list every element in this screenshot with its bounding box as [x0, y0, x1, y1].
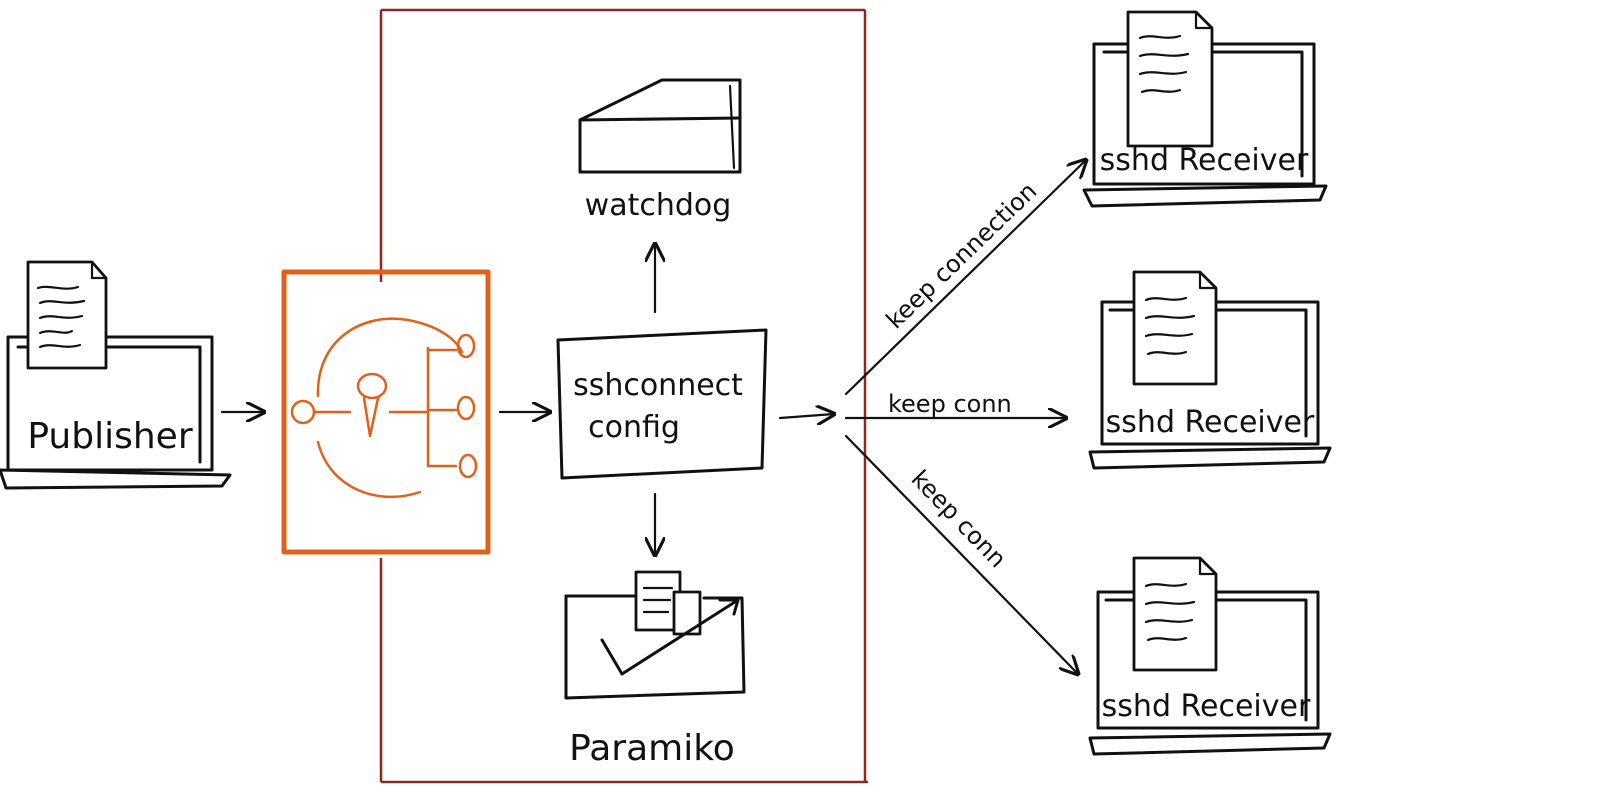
- receiver-3: sshd Receiver: [1088, 556, 1332, 756]
- paramiko-label: Paramiko: [569, 728, 735, 769]
- edge-label-3: keep conn: [906, 465, 1012, 573]
- wedge-block-icon: [578, 78, 742, 174]
- watchdog-label: watchdog: [585, 188, 732, 223]
- edge-keep-conn-bottom: keep conn: [844, 434, 1078, 674]
- edge-keep-conn-middle: keep conn: [844, 390, 1066, 418]
- laptop-with-document-icon: [1082, 10, 1328, 208]
- arrow-config-to-receiver-1: [844, 160, 1086, 396]
- receiver-label: sshd Receiver: [1100, 143, 1309, 178]
- arrow-config-to-receiver-3: [844, 434, 1078, 674]
- laptop-with-document-icon: [0, 260, 232, 490]
- system-frame: [379, 8, 868, 784]
- config-label-line2: config: [588, 410, 680, 445]
- laptop-with-document-icon: [1088, 556, 1332, 756]
- edge-keep-connection-top: keep connection: [844, 160, 1086, 396]
- receiver-label: sshd Receiver: [1102, 689, 1311, 724]
- paramiko-node: Paramiko: [564, 570, 746, 769]
- watchdog-node: watchdog: [578, 78, 742, 223]
- receiver-2: sshd Receiver: [1088, 270, 1332, 470]
- arrow-config-to-connect-point: [778, 414, 834, 418]
- config-label-line1: sshconnect: [573, 368, 743, 403]
- config-box: sshconnect config: [556, 328, 768, 480]
- growth-chart-icon: [564, 570, 746, 700]
- laptop-with-document-icon: [1088, 270, 1332, 470]
- receiver-1: sshd Receiver: [1082, 10, 1328, 208]
- receiver-label: sshd Receiver: [1106, 405, 1315, 440]
- orange-hub-icon: [281, 269, 491, 555]
- edge-label-2: keep conn: [888, 390, 1012, 418]
- publisher-laptop: Publisher: [0, 260, 232, 490]
- edge-label-1: keep connection: [881, 177, 1043, 334]
- publisher-label: Publisher: [27, 416, 192, 457]
